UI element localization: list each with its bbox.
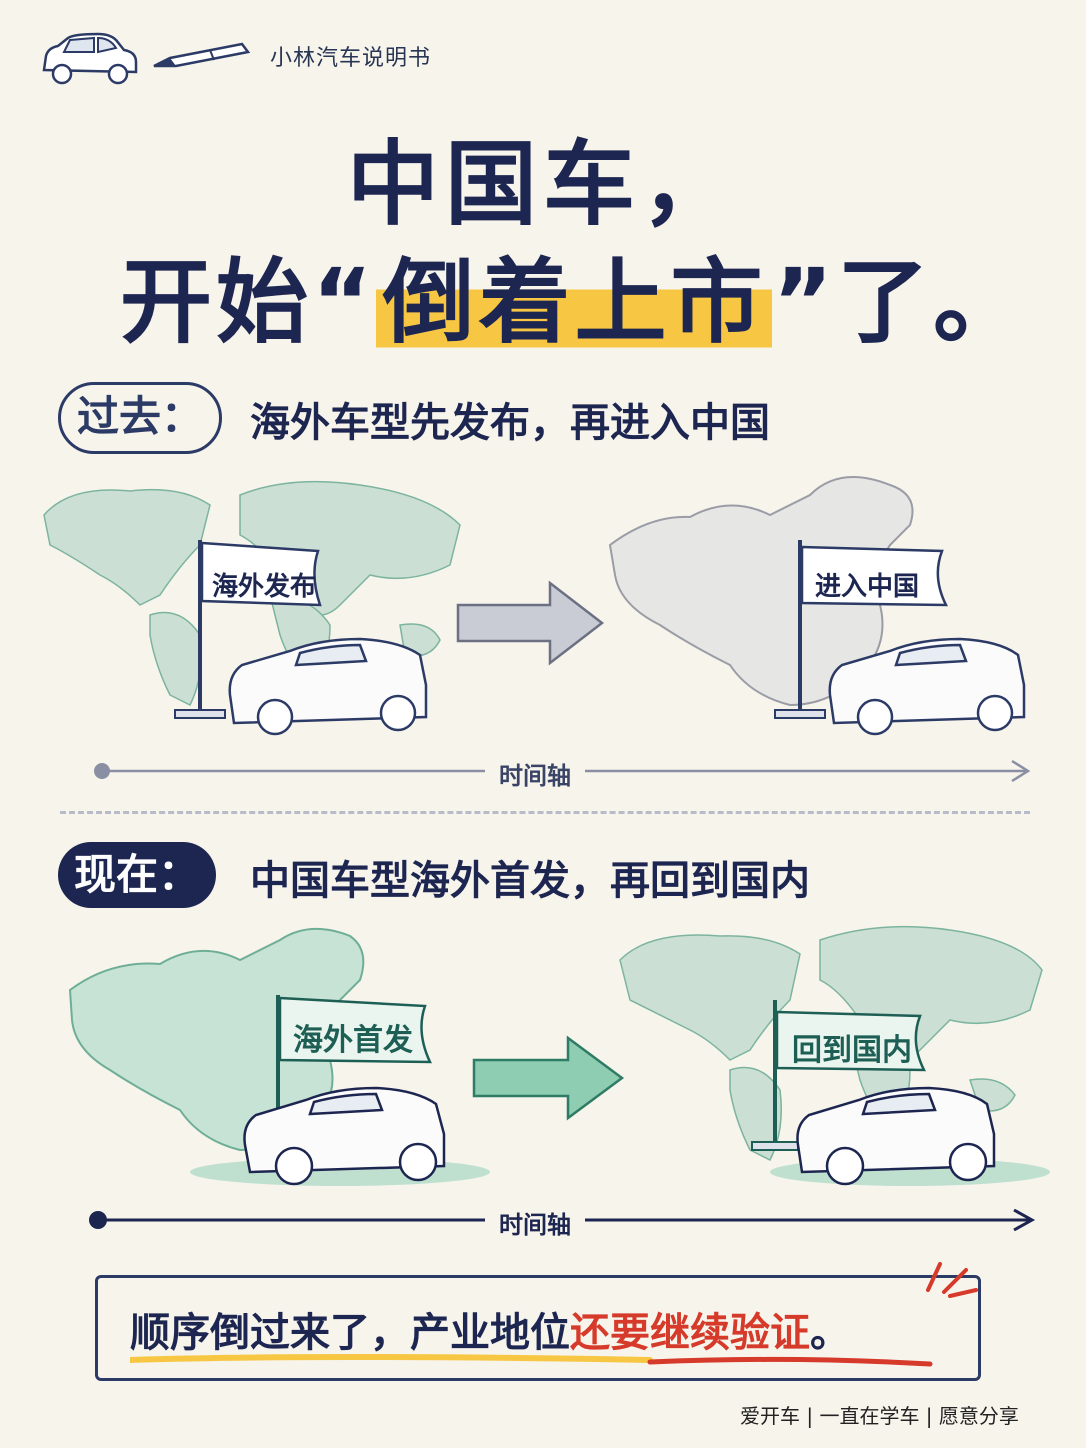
now-illustration	[68, 925, 1050, 1232]
section-divider	[60, 811, 1030, 814]
pen-icon	[153, 42, 251, 68]
world-map-icon	[43, 480, 461, 707]
brand-name: 小林汽车说明书	[270, 46, 432, 71]
suv-car-icon	[828, 637, 1026, 736]
now-label: 现在：	[58, 842, 216, 908]
past-label: 过去：	[58, 382, 222, 454]
past-left-flag-text: 海外发布	[212, 572, 317, 602]
suv-car-icon	[190, 1086, 490, 1186]
conclusion-box	[95, 1275, 981, 1381]
flag-icon	[751, 1000, 927, 1151]
now-description: 中国车型海外首发，再回到国内	[250, 858, 810, 904]
conclusion-suffix: 。	[810, 1310, 850, 1356]
past-right-flag-text: 进入中国	[815, 572, 920, 602]
conclusion-highlight: 还要继续验证	[570, 1310, 810, 1356]
suv-car-icon	[228, 637, 428, 736]
arrow-right-icon	[456, 580, 605, 666]
page-title-line2: 开始“倒着上市”了。	[120, 228, 1029, 361]
page-title-line1: 中国车，	[346, 131, 739, 238]
flag-icon	[276, 995, 432, 1145]
now-right-flag-text: 回到国内	[792, 1033, 912, 1068]
title-prefix: 开始“	[120, 249, 377, 356]
suv-car-icon	[770, 1086, 1050, 1186]
past-timeline-label: 时间轴	[485, 756, 585, 791]
title-suffix: ”了。	[772, 249, 1029, 356]
now-left-flag-text: 海外首发	[293, 1023, 413, 1058]
car-icon	[42, 32, 138, 85]
footer-tagline: 爱开车 | 一直在学车 | 愿意分享	[740, 1404, 1019, 1428]
underline-strokes	[130, 1354, 933, 1367]
conclusion-prefix: 顺序倒过来了，产业地位	[130, 1310, 570, 1356]
flag-icon	[774, 540, 949, 719]
flag-icon	[174, 540, 322, 719]
past-description: 海外车型先发布，再进入中国	[250, 400, 770, 446]
title-highlight: 倒着上市	[376, 249, 773, 356]
conclusion-text: 顺序倒过来了，产业地位还要继续验证。	[130, 1300, 850, 1358]
past-illustration	[43, 476, 1031, 783]
emphasis-icon	[926, 1262, 978, 1298]
arrow-right-icon	[472, 1035, 625, 1121]
now-timeline-label: 时间轴	[485, 1205, 585, 1240]
